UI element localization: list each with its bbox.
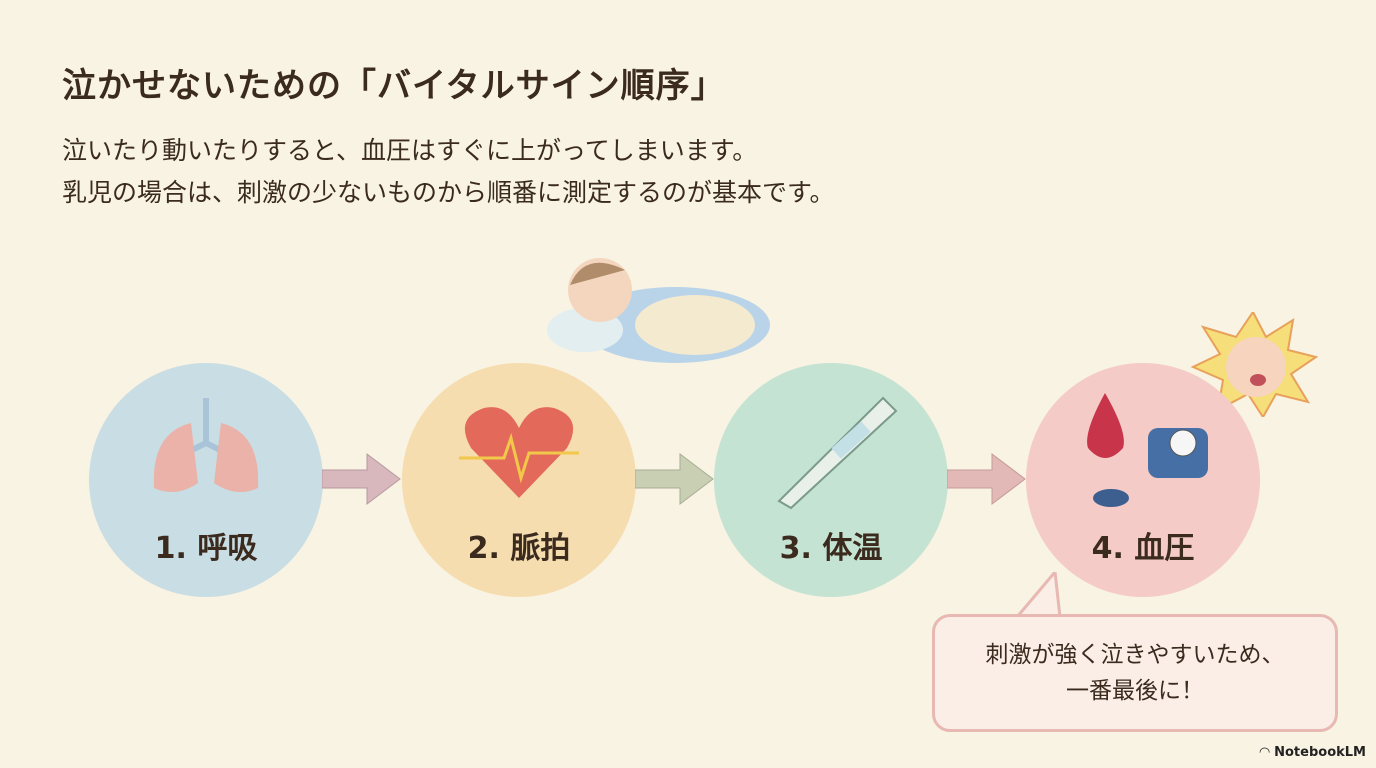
step-respiration: 1. 呼吸 <box>89 363 323 597</box>
step-label: 2. 脈拍 <box>467 531 571 566</box>
arrow-right-icon <box>322 452 401 506</box>
step-temperature: 3. 体温 <box>714 363 948 597</box>
heart-icon <box>459 407 579 498</box>
step-blood-pressure: 4. 血圧 <box>1026 363 1260 597</box>
callout-line: 刺激が強く泣きやすいため、 <box>985 642 1285 668</box>
step-pulse: 2. 脈拍 <box>402 363 636 597</box>
arrow-right-icon <box>635 452 714 506</box>
callout-line: 一番最後に！ <box>1066 678 1204 704</box>
thermometer-icon <box>777 396 898 510</box>
brand-label: NotebookLM <box>1274 745 1366 760</box>
step-label: 4. 血圧 <box>1091 531 1195 566</box>
crying-baby-illustration <box>1190 312 1318 417</box>
step-label: 3. 体温 <box>779 531 883 566</box>
arrow-right-icon <box>947 452 1026 506</box>
subtitle-line: 乳児の場合は、刺激の少ないものから順番に測定するのが基本です。 <box>62 178 835 207</box>
sleeping-baby-illustration <box>547 258 770 363</box>
page-title: 泣かせないための「バイタルサイン順序」 <box>62 66 726 106</box>
subtitle: 泣いたり動いたりすると、血圧はすぐに上がってしまいます。 乳児の場合は、刺激の少… <box>62 130 835 214</box>
blood-pressure-icon <box>1087 393 1208 507</box>
lungs-icon <box>153 398 259 492</box>
callout-bubble: 刺激が強く泣きやすいため、 一番最後に！ <box>932 614 1338 732</box>
notebooklm-logo: ◠ NotebookLM <box>1259 745 1366 760</box>
step-label: 1. 呼吸 <box>154 531 258 566</box>
subtitle-line: 泣いたり動いたりすると、血圧はすぐに上がってしまいます。 <box>62 136 758 165</box>
